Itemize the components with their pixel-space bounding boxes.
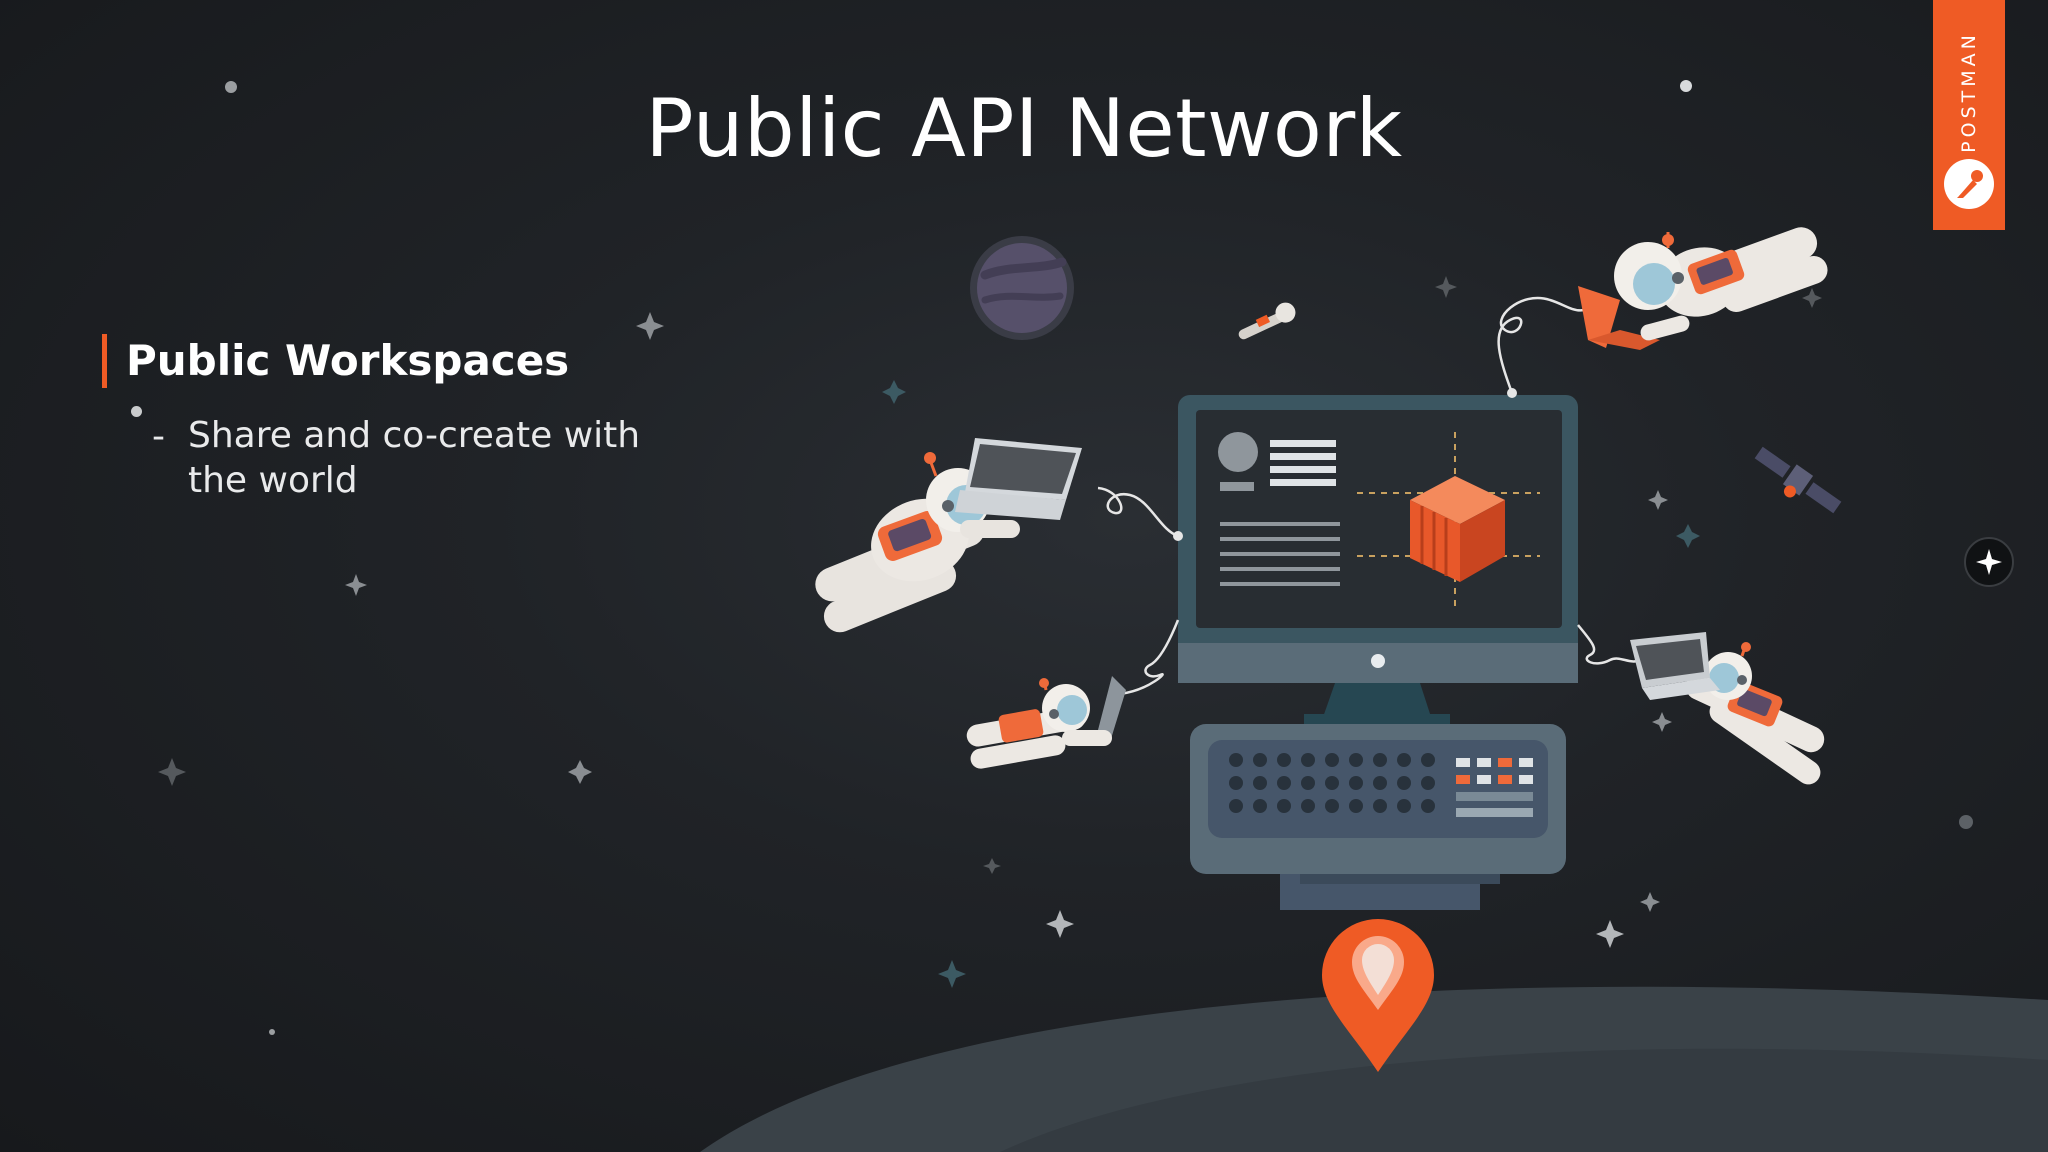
sparkle	[983, 858, 1001, 874]
astronaut-with-laptop-top	[1578, 227, 1828, 350]
bullet-text: Share and co-create with the world	[188, 415, 641, 501]
cable	[1097, 486, 1179, 538]
sparkle	[1802, 288, 1822, 308]
slide-title: Public API Network	[645, 82, 1403, 175]
star-dot	[225, 81, 237, 93]
postman-badge: POSTMAN	[1933, 0, 2005, 230]
sparkle	[938, 960, 966, 988]
monitor	[1178, 395, 1578, 724]
cable	[1577, 624, 1641, 665]
bullet-marker: -	[152, 416, 165, 457]
postman-rocket-logo-icon	[1944, 159, 1994, 209]
sparkle	[345, 574, 367, 596]
astronaut-small-left	[966, 676, 1126, 769]
keyboard	[1190, 724, 1566, 910]
section-accent-bar	[102, 334, 107, 388]
planet-surface-shade	[1000, 1048, 2048, 1152]
sparkle	[568, 760, 592, 784]
star-dot	[1680, 80, 1692, 92]
astronaut-with-laptop-left	[815, 438, 1082, 633]
sparkle	[1648, 490, 1668, 510]
sparkle	[882, 380, 906, 404]
postman-label: POSTMAN	[1958, 31, 1980, 153]
star-dot	[1959, 815, 1973, 829]
sparkle	[1640, 892, 1660, 912]
sparkle	[1435, 276, 1457, 298]
purple-planet	[970, 236, 1074, 340]
cable	[1497, 296, 1601, 394]
bullet-dot	[131, 406, 142, 417]
sparkle-icon	[1976, 549, 2002, 575]
sparkle	[1046, 910, 1074, 938]
cable	[1119, 619, 1180, 696]
tiny-astronaut	[1238, 302, 1296, 340]
section-heading: Public Workspaces	[126, 336, 570, 385]
satellite	[1754, 446, 1842, 514]
sparkle	[158, 758, 186, 786]
sparkle	[636, 312, 664, 340]
map-pin-icon	[1322, 919, 1434, 1072]
astronaut-small-right	[1630, 632, 1825, 785]
sparkle	[1652, 712, 1672, 732]
nav-sparkle-button[interactable]	[1964, 537, 2014, 587]
star-dot	[269, 1029, 275, 1035]
sparkle	[1596, 920, 1624, 948]
sparkle	[1676, 524, 1700, 548]
